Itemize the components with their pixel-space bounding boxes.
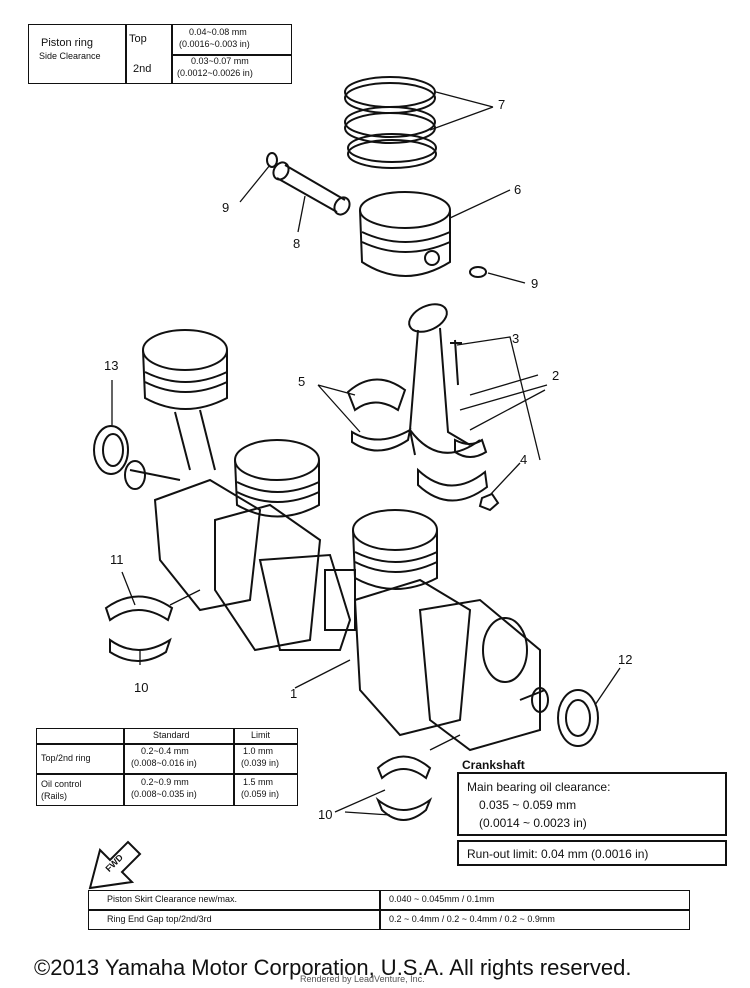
callout-6: 6 — [514, 182, 522, 197]
copyright-text: ©2013 Yamaha Motor Corporation, U.S.A. A… — [34, 955, 632, 980]
row2-std-in: (0.008~0.035 in) — [131, 789, 197, 799]
rod-cap — [417, 438, 489, 502]
crankshaft-title: Crankshaft — [462, 758, 525, 772]
callout-4: 4 — [520, 452, 528, 467]
rod-bolt — [450, 339, 462, 386]
runout-spec-box: Run-out limit: 0.04 mm (0.0016 in) — [457, 840, 727, 866]
callout-5: 5 — [298, 374, 306, 389]
piston-pin — [272, 161, 351, 216]
row1-lim-mm: 1.0 mm — [243, 746, 274, 756]
row-2nd-mm: 0.03~0.07 mm — [191, 56, 249, 66]
row2-label2: (Rails) — [41, 791, 67, 801]
callout-7: 7 — [498, 97, 506, 112]
ring-end-gap-value: 0.2 ~ 0.4mm / 0.2 ~ 0.4mm / 0.2 ~ 0.9mm — [389, 914, 555, 924]
table-title-line1: Piston ring — [41, 37, 93, 49]
rod-bearings — [346, 378, 412, 452]
ring-end-gap-table: Standard Limit Top/2nd ring 0.2~0.4 mm (… — [36, 728, 298, 806]
rod-nut — [478, 492, 500, 512]
piston-skirt-table: Piston Skirt Clearance new/max. 0.040 ~ … — [88, 890, 690, 930]
callout-10-left: 10 — [134, 680, 149, 695]
callout-2: 2 — [552, 368, 560, 383]
main-bearing-in: (0.0014 ~ 0.0023 in) — [479, 816, 587, 830]
row-top-in: (0.0016~0.003 in) — [179, 39, 250, 49]
callout-9-top: 9 — [222, 200, 230, 215]
header-limit: Limit — [251, 730, 271, 740]
row1-label: Top/2nd ring — [41, 753, 91, 763]
row-top-label: Top — [129, 33, 147, 45]
crankshaft-body — [124, 460, 549, 752]
main-bearing-bottom — [375, 755, 433, 821]
fwd-arrow-icon — [88, 840, 142, 890]
row2-std-mm: 0.2~0.9 mm — [141, 777, 189, 787]
row2-lim-in: (0.059 in) — [241, 789, 280, 799]
main-bearing-left — [104, 595, 174, 662]
leader-lines — [111, 91, 621, 816]
row1-lim-in: (0.039 in) — [241, 758, 280, 768]
callout-12: 12 — [618, 652, 633, 667]
crank-piston-2 — [234, 439, 320, 518]
callout-10-bottom: 10 — [318, 807, 333, 822]
callout-1: 1 — [290, 686, 298, 701]
piston-ring-side-clearance-table: Piston ring Side Clearance Top 0.04~0.08… — [28, 24, 292, 84]
row-2nd-label: 2nd — [133, 63, 152, 75]
header-standard: Standard — [153, 730, 190, 740]
circlip-right — [469, 266, 487, 278]
connecting-rod — [408, 303, 481, 456]
row2-lim-mm: 1.5 mm — [243, 777, 274, 787]
row1-std-in: (0.008~0.016 in) — [131, 758, 197, 768]
row-top-mm: 0.04~0.08 mm — [189, 27, 247, 37]
circlip-top — [266, 152, 278, 168]
crank-piston-1 — [142, 329, 228, 471]
callout-9-right: 9 — [531, 276, 539, 291]
skirt-clearance-value: 0.040 ~ 0.045mm / 0.1mm — [389, 894, 495, 904]
callout-13: 13 — [104, 358, 119, 373]
piston-rings — [344, 76, 437, 169]
piston-single — [359, 191, 451, 277]
skirt-clearance-label: Piston Skirt Clearance new/max. — [107, 894, 238, 904]
crankshaft-spec-box: Main bearing oil clearance: 0.035 ~ 0.05… — [457, 772, 727, 836]
table-title-line2: Side Clearance — [39, 51, 101, 61]
ring-end-gap-label: Ring End Gap top/2nd/3rd — [107, 914, 212, 924]
main-bearing-mm: 0.035 ~ 0.059 mm — [479, 798, 577, 812]
row-2nd-in: (0.0012~0.0026 in) — [177, 68, 253, 78]
overlay-credit: Rendered by LeadVenture, Inc. — [300, 974, 425, 984]
callout-8: 8 — [293, 236, 301, 251]
main-bearing-label: Main bearing oil clearance: — [467, 780, 611, 794]
runout-limit: Run-out limit: 0.04 mm (0.0016 in) — [467, 847, 649, 861]
row2-label1: Oil control — [41, 779, 82, 789]
callout-11: 11 — [110, 552, 124, 567]
crank-piston-3 — [352, 509, 438, 590]
callout-3: 3 — [512, 331, 520, 346]
oil-seal-left — [93, 425, 129, 475]
row1-std-mm: 0.2~0.4 mm — [141, 746, 189, 756]
oil-seal-right — [557, 689, 599, 747]
